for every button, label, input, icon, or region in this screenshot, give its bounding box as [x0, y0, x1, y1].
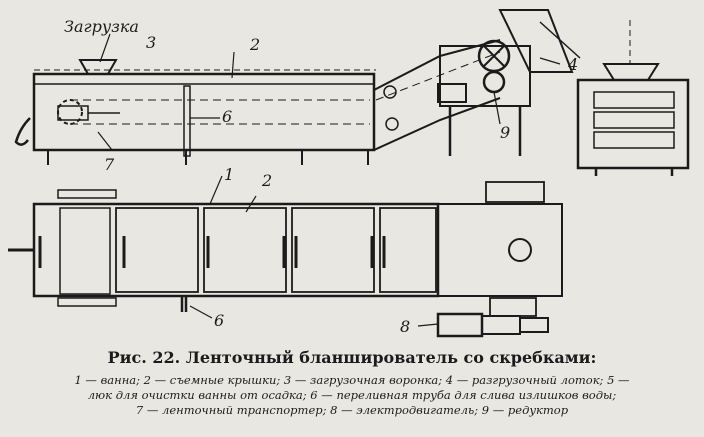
figure-caption: Рис. 22. Ленточный бланширователь со скр…: [107, 348, 597, 367]
tank-body: [32, 72, 376, 152]
end-view: [576, 20, 690, 176]
electric-motor: [436, 312, 484, 338]
legend-line-2: люк для очистки ванны от осадка; 6 — пер…: [87, 388, 617, 402]
label-9: 9: [500, 123, 510, 142]
head-drum: [508, 238, 532, 262]
label-3: 3: [146, 33, 156, 52]
tank-plan: [32, 202, 440, 298]
legend-line-3: 7 — ленточный транспортер; 8 — электродв…: [135, 403, 569, 417]
leader-lines: [97, 33, 561, 327]
cover-1: [115, 207, 199, 293]
label-4: 4: [567, 55, 578, 74]
discharge-chute: [498, 9, 574, 73]
loading-hopper: [78, 59, 118, 75]
side-view: [14, 9, 581, 165]
label-1: 1: [224, 165, 234, 184]
label-6-top: 6: [222, 107, 232, 126]
hand-wheel: [14, 117, 31, 146]
overflow-pipe: [183, 85, 191, 157]
label-2-plan: 2: [261, 171, 272, 190]
legend-line-1: 1 — ванна; 2 — съемные крышки; 3 — загру…: [74, 373, 630, 387]
cover-3: [291, 207, 375, 293]
label-loading: Загрузка: [64, 17, 139, 36]
motor-side: [437, 83, 467, 103]
figure-legend: 1 — ванна; 2 — съемные крышки; 3 — загру…: [6, 373, 698, 418]
cover-2: [203, 207, 287, 293]
label-2-top: 2: [249, 35, 260, 54]
label-6-plan: 6: [214, 311, 224, 330]
label-7: 7: [104, 155, 115, 174]
plan-view: [8, 181, 563, 338]
label-8: 8: [400, 317, 410, 336]
cover-4: [379, 207, 437, 293]
